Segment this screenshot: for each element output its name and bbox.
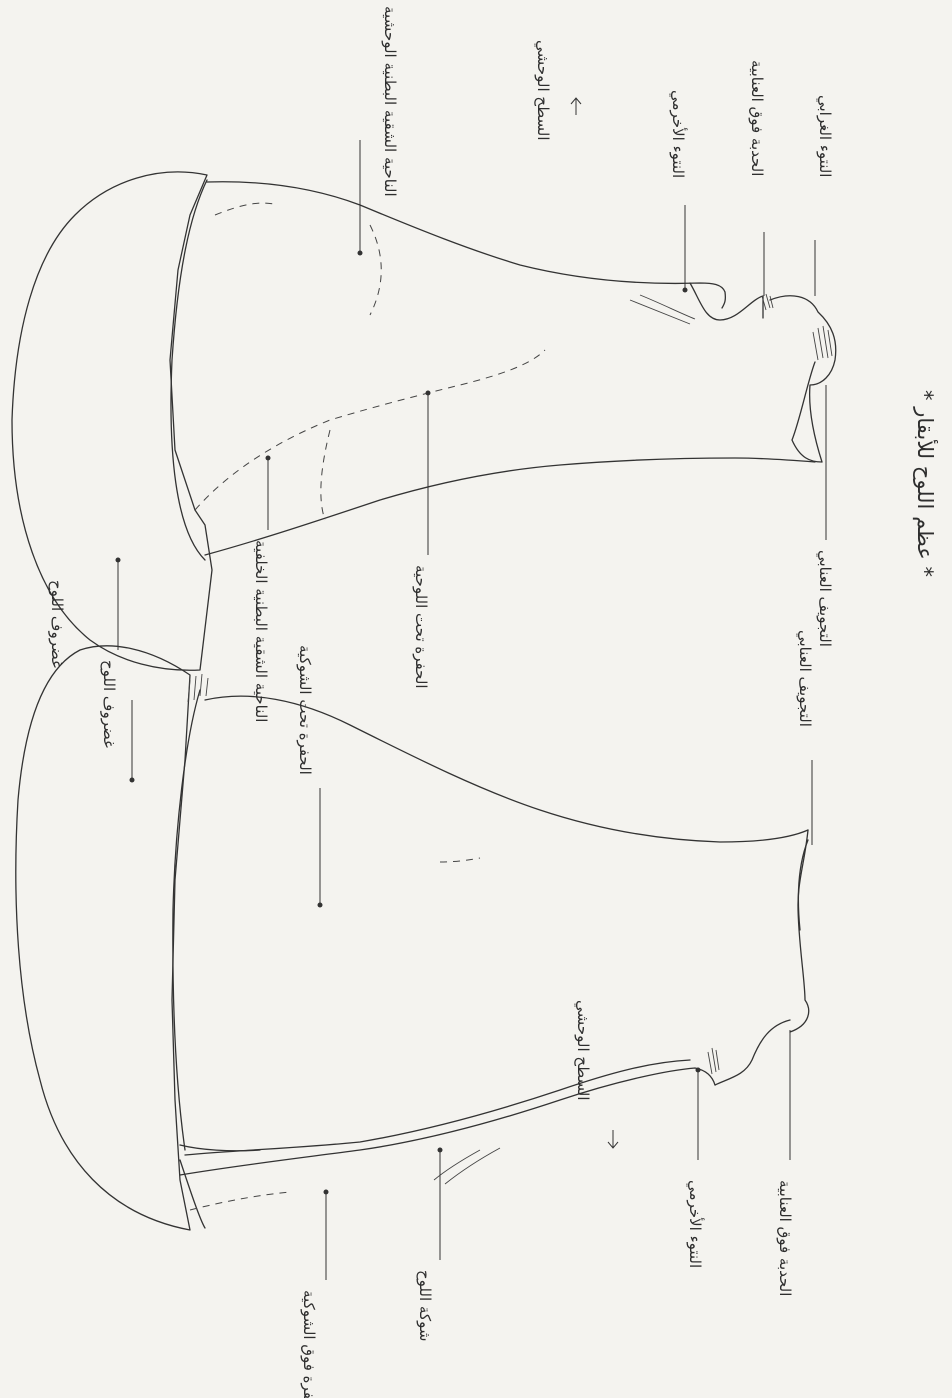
label-upper-tubercle: الحدبة فوق العنابية	[748, 60, 766, 176]
label-upper-lateral-surface: السطح الوحشي	[533, 40, 552, 141]
label-lower-cartilage: غضروف اللوح	[48, 580, 66, 668]
diagram-caption: * عظم اللوح للأبقار *	[912, 390, 938, 577]
upper-cartilage-outline	[12, 172, 212, 670]
label-lower-spine: شوكة اللوح	[416, 1270, 434, 1341]
label-upper-caudal-region: الناحية الشقية البطنية الخلفية	[252, 540, 270, 722]
upper-dashed-ridge-c	[370, 225, 381, 315]
lower-acromion-outline	[715, 1020, 790, 1085]
upper-dot-supraspinous	[358, 251, 363, 256]
lower-hatch-spine	[434, 1148, 500, 1184]
upper-tubercle-hatch	[762, 294, 773, 310]
upper-dot-caudal-region	[266, 456, 271, 461]
lower-hatch-neck	[708, 1048, 719, 1074]
label-upper-acromion: النتوء الأخرمي	[668, 90, 688, 178]
upper-spine-hatch	[630, 295, 695, 324]
upper-dot-cartilage	[116, 558, 121, 563]
upper-blade-lower-border	[205, 458, 815, 555]
upper-dashed-ridge-d	[321, 430, 330, 520]
label-lower-glenoid: التجويف العنابي	[795, 630, 814, 727]
label-lower-lateral-surface: السطح الوحشي	[573, 1000, 592, 1101]
label-upper-infraspinous: الحفرة تحت اللوحية	[412, 565, 430, 689]
lower-dotted-ridge	[440, 858, 480, 862]
label-upper-cartilage: غضروف اللوح	[100, 660, 118, 748]
label-lower-tubercle: الحدبة فوق العنابية	[776, 1180, 794, 1296]
lower-dot-spine	[438, 1148, 443, 1153]
lower-cartilage-inner-edge	[173, 690, 200, 1150]
label-lower-infraspinous: الحفرة تحت الشوكية	[296, 645, 314, 775]
label-upper-glenoid: التجويف العنابي	[815, 550, 834, 647]
lower-orientation-arrow	[608, 1130, 618, 1148]
upper-blade-upper-border	[207, 182, 725, 308]
lower-spine-lower-edge	[185, 1060, 690, 1155]
label-upper-coracoid: النتوء الغرابي	[815, 95, 834, 177]
label-lower-acromion: النتوء الأخرمي	[685, 1180, 705, 1268]
upper-dot-acromion	[683, 288, 688, 293]
lower-spine-outline	[180, 1068, 715, 1175]
upper-orientation-arrow	[571, 98, 581, 115]
lower-glenoid-outline	[790, 830, 809, 1032]
lower-dot-cartilage	[130, 778, 135, 783]
upper-cartilage-inner-edge	[171, 180, 207, 560]
label-upper-supraspinous: الناحية الشقية البطنية الوحشية	[381, 6, 399, 197]
lower-dot-infraspinous	[318, 903, 323, 908]
lower-blade-upper-border	[205, 696, 808, 842]
upper-dashed-ridge-a	[195, 350, 545, 510]
lower-spine-base	[180, 1145, 260, 1228]
lower-dashed-ridge	[190, 1192, 290, 1210]
upper-dot-infraspinous	[426, 391, 431, 396]
upper-glenoid-hatch	[813, 326, 832, 360]
lower-dot-supraspinous	[324, 1190, 329, 1195]
label-lower-supraspinous: الحفرة فوق الشوكية	[300, 1290, 318, 1398]
lower-dot-acromion	[696, 1068, 701, 1073]
upper-dashed-ridge-b	[215, 203, 278, 215]
upper-acromion-outline	[690, 283, 763, 320]
